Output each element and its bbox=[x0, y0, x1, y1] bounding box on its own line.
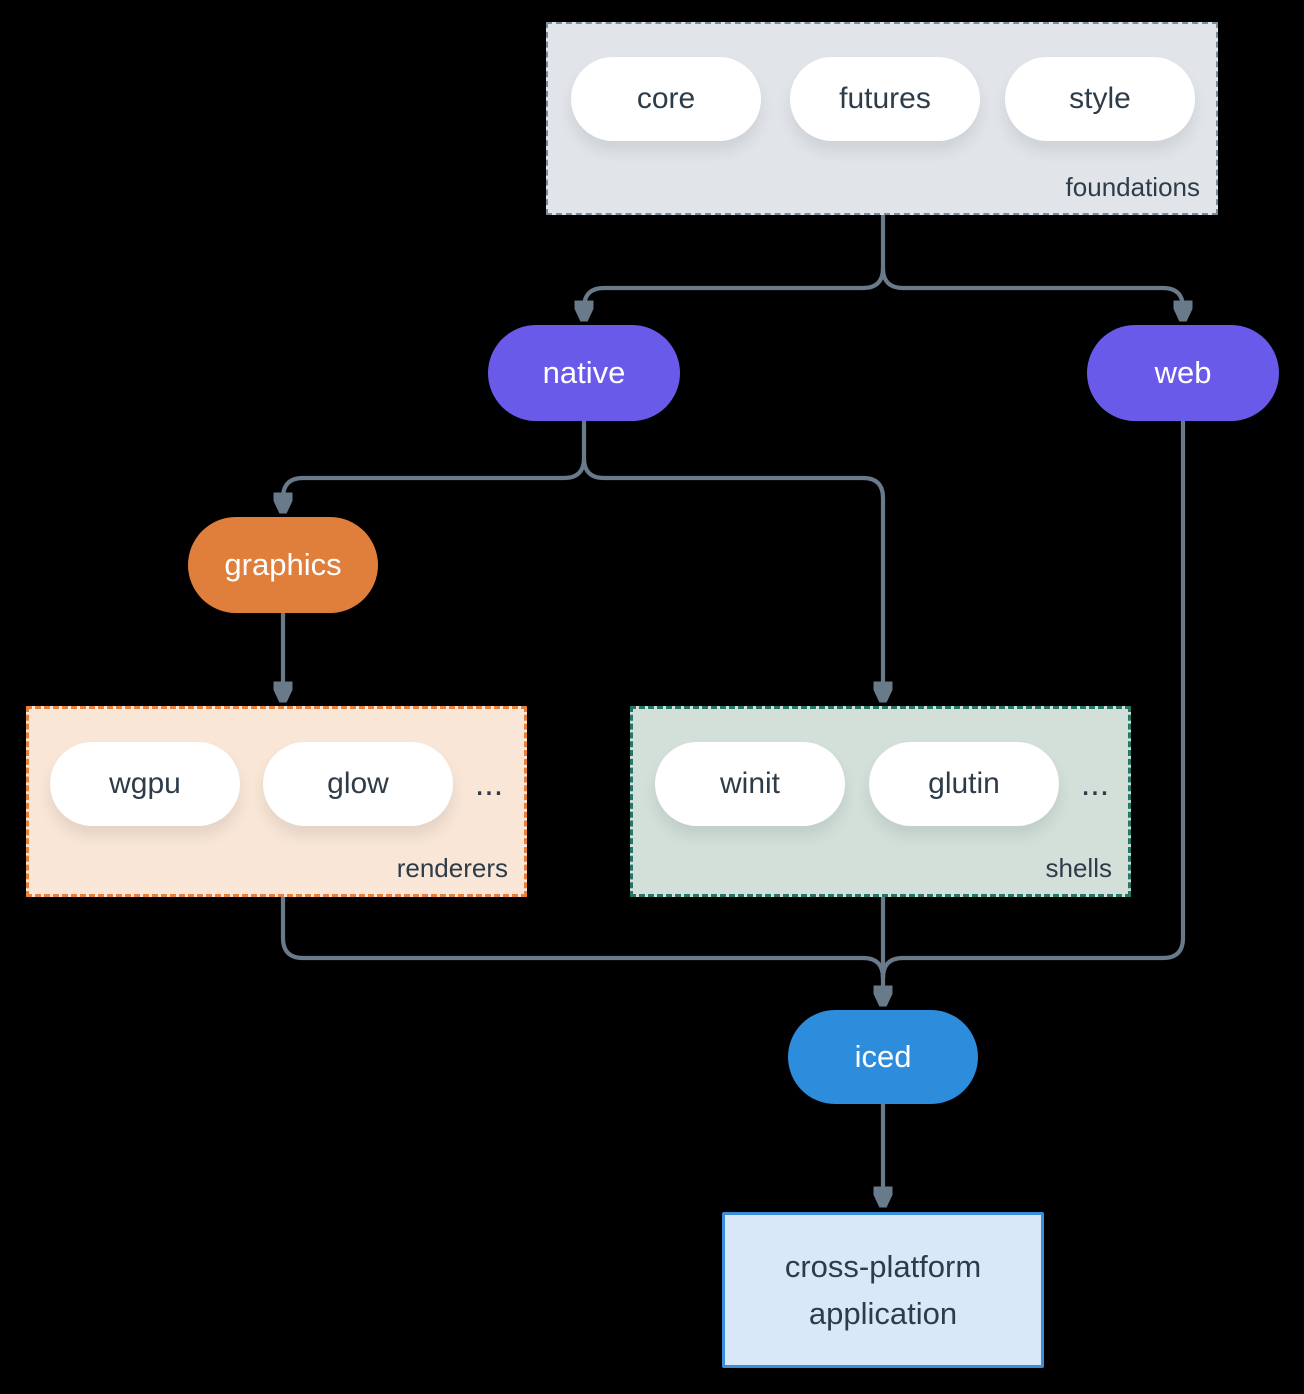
node-core: core bbox=[571, 57, 761, 141]
renderers-label: renderers bbox=[396, 853, 508, 883]
node-web: web bbox=[1087, 325, 1279, 421]
group-foundations: core futures style foundations bbox=[546, 22, 1218, 215]
node-winit: winit bbox=[655, 742, 845, 826]
shells-label: shells bbox=[1045, 853, 1112, 883]
node-native: native bbox=[488, 325, 680, 421]
edge-native-graphics bbox=[283, 418, 587, 511]
renderers-ellipsis: ... bbox=[474, 764, 504, 803]
edge-native-shells bbox=[581, 455, 883, 700]
edge-renderers-merge bbox=[280, 894, 886, 981]
node-glutin: glutin bbox=[869, 742, 1059, 826]
node-futures: futures bbox=[790, 57, 980, 141]
edge-foundations-web bbox=[880, 265, 1183, 319]
group-shells: winit glutin ... shells bbox=[630, 706, 1131, 897]
application-line1: cross-platform bbox=[784, 1249, 982, 1284]
node-cross-platform-application: cross-platform application bbox=[722, 1212, 1044, 1368]
node-style: style bbox=[1005, 57, 1195, 141]
node-graphics: graphics bbox=[188, 517, 378, 613]
group-renderers: wgpu glow ... renderers bbox=[26, 706, 527, 897]
application-line2: application bbox=[808, 1296, 958, 1331]
node-glow: glow bbox=[263, 742, 453, 826]
edge-foundations-native bbox=[584, 212, 886, 319]
node-wgpu: wgpu bbox=[50, 742, 240, 826]
edge-web-merge bbox=[880, 418, 1186, 981]
shells-ellipsis: ... bbox=[1080, 764, 1110, 803]
node-iced: iced bbox=[788, 1010, 978, 1104]
foundations-label: foundations bbox=[1065, 172, 1200, 202]
